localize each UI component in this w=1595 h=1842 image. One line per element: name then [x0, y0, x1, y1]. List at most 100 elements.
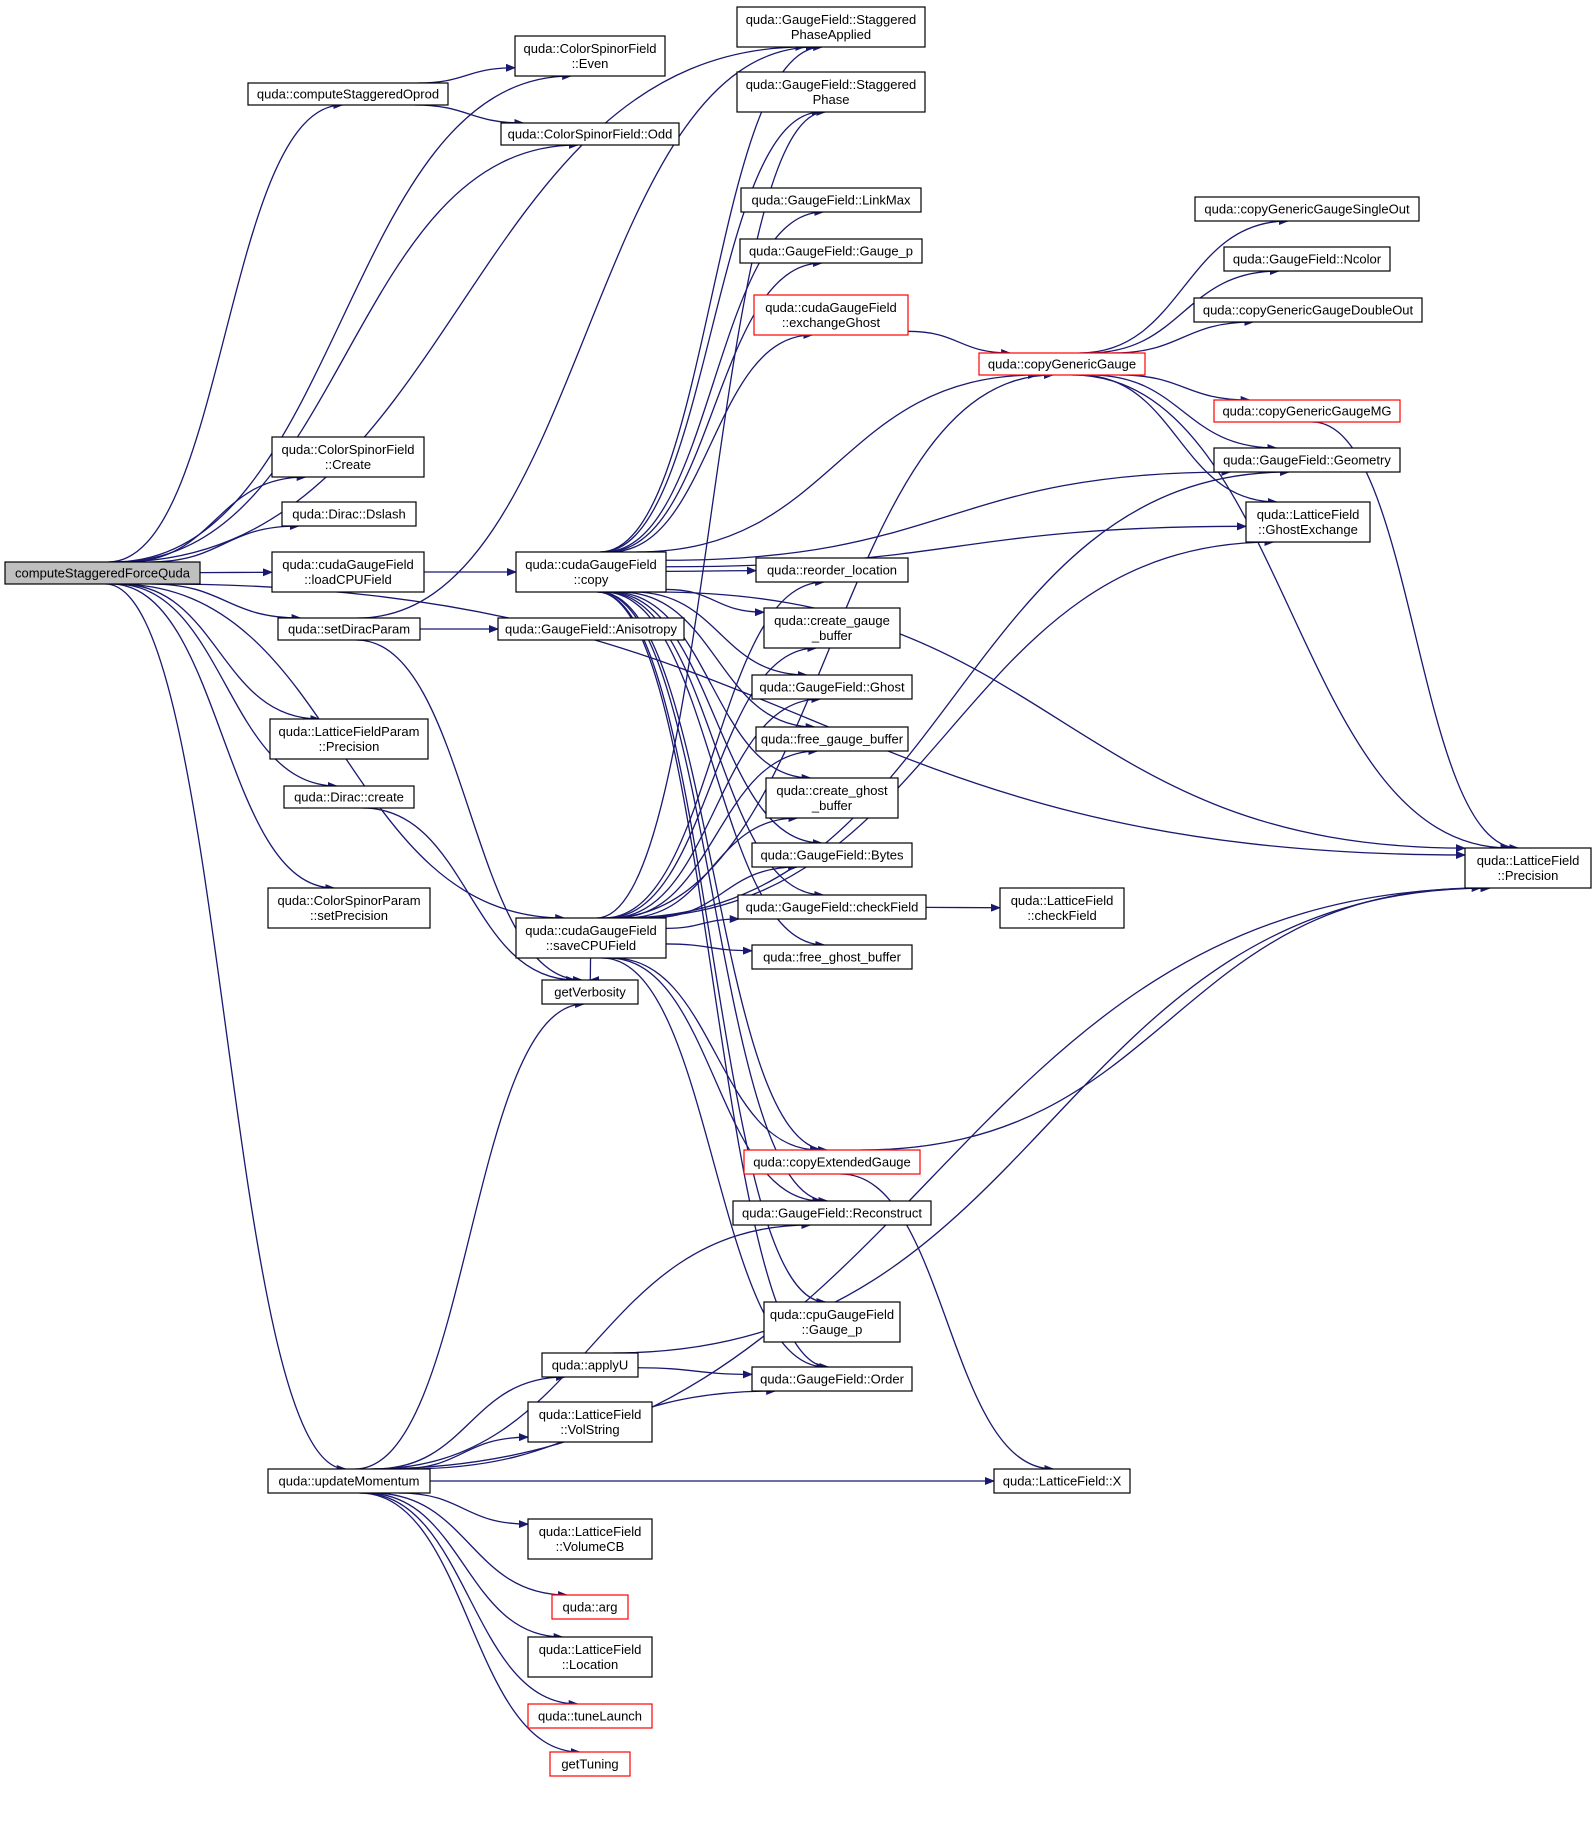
node-cso[interactable]: quda::computeStaggeredOprod [247, 82, 449, 106]
edge-savecpu-to-order [601, 957, 827, 1371]
node-label-lfpprec-1: ::Precision [319, 739, 380, 754]
edge-copy-to-cgbuf [665, 588, 765, 617]
edge-updmom-to-arg [371, 1492, 569, 1599]
node-tune[interactable]: quda::tuneLaunch [527, 1703, 653, 1729]
node-label-even-0: quda::ColorSpinorField [524, 41, 657, 56]
edge-updmom-to-recon [370, 1221, 812, 1470]
node-ncolor[interactable]: quda::GaugeField::Ncolor [1223, 246, 1391, 272]
node-box-reorder [755, 557, 909, 583]
node-reorder[interactable]: quda::reorder_location [755, 557, 909, 583]
node-fgbuf[interactable]: quda::free_gauge_buffer [755, 726, 909, 752]
node-recon[interactable]: quda::GaugeField::Reconstruct [732, 1200, 932, 1226]
node-label-linkmax-0: quda::GaugeField::LinkMax [752, 193, 911, 208]
node-lfprec[interactable]: quda::LatticeField::Precision [1464, 847, 1592, 889]
node-savecpu[interactable]: quda::cudaGaugeField::saveCPUField [515, 917, 667, 959]
node-odd[interactable]: quda::ColorSpinorField::Odd [500, 122, 680, 146]
node-label-ghost-0: quda::GaugeField::Ghost [759, 680, 905, 695]
node-label-savecpu-0: quda::cudaGaugeField [525, 923, 657, 938]
node-exghost[interactable]: quda::cudaGaugeField::exchangeGhost [753, 294, 909, 336]
node-geom[interactable]: quda::GaugeField::Geometry [1213, 447, 1401, 473]
edge-savecpu-to-geom [620, 468, 1291, 919]
node-box-cgbuf [763, 607, 901, 649]
edge-copy-to-ghost [632, 591, 808, 679]
node-box-recon [732, 1200, 932, 1226]
node-root[interactable]: computeStaggeredForceQuda [4, 561, 201, 585]
node-label-lfprec-1: ::Precision [1498, 868, 1559, 883]
node-cggso[interactable]: quda::copyGenericGaugeSingleOut [1194, 196, 1420, 222]
node-linkmax[interactable]: quda::GaugeField::LinkMax [740, 187, 922, 213]
node-cggdo[interactable]: quda::copyGenericGaugeDoubleOut [1193, 297, 1423, 323]
node-loc[interactable]: quda::LatticeField::Location [527, 1636, 653, 1678]
node-cpugp[interactable]: quda::cpuGaugeField::Gauge_p [763, 1301, 901, 1343]
edge-root-to-csp [110, 583, 336, 892]
node-aniso[interactable]: quda::GaugeField::Anisotropy [497, 617, 685, 641]
edge-ceg-to-lfx [840, 1173, 1055, 1473]
node-gettune[interactable]: getTuning [549, 1751, 631, 1777]
node-lfcheck[interactable]: quda::LatticeField::checkField [999, 887, 1125, 929]
node-setdirac[interactable]: quda::setDiracParam [277, 617, 421, 641]
node-cgbuf[interactable]: quda::create_gauge_buffer [763, 607, 901, 649]
edge-cgg-to-lfprec [1072, 374, 1511, 852]
node-label-volcb-1: ::VolumeCB [556, 1539, 625, 1554]
node-label-exghost-1: ::exchangeGhost [782, 315, 881, 330]
edge-savecpu-to-reorder [604, 578, 826, 919]
node-volstr[interactable]: quda::LatticeField::VolString [527, 1401, 653, 1443]
edge-updmom-to-lfprec [372, 884, 1491, 1470]
node-cgg[interactable]: quda::copyGenericGauge [978, 352, 1146, 376]
node-ghost[interactable]: quda::GaugeField::Ghost [751, 674, 913, 700]
node-box-cso [247, 82, 449, 106]
node-lfpprec[interactable]: quda::LatticeFieldParam::Precision [269, 718, 429, 760]
node-cggmg[interactable]: quda::copyGenericGaugeMG [1213, 399, 1401, 423]
edge-savecpu-to-checkfield [665, 915, 740, 930]
edge-root-to-lfprec [155, 583, 1466, 859]
node-box-checkfield [737, 894, 927, 920]
node-label-applyu-0: quda::applyU [552, 1358, 629, 1373]
node-label-ghostex-0: quda::LatticeField [1257, 507, 1360, 522]
edge-root-to-csfc [125, 473, 307, 563]
edge-root-to-spa [117, 43, 806, 563]
node-label-aniso-0: quda::GaugeField::Anisotropy [505, 622, 677, 637]
node-label-gettune-0: getTuning [561, 1757, 618, 1772]
node-even[interactable]: quda::ColorSpinorField::Even [514, 35, 666, 77]
node-label-odd-0: quda::ColorSpinorField::Odd [508, 127, 673, 142]
edge-updmom-to-tune [361, 1492, 579, 1708]
edge-copy-to-bytes [608, 591, 823, 847]
node-checkfield[interactable]: quda::GaugeField::checkField [737, 894, 927, 920]
node-box-order [751, 1366, 913, 1392]
node-dslash[interactable]: quda::Dirac::Dslash [281, 501, 417, 527]
node-ceg[interactable]: quda::copyExtendedGauge [743, 1149, 921, 1175]
node-copy[interactable]: quda::cudaGaugeField::copy [515, 551, 667, 593]
edge-copy-to-gaugep [605, 259, 824, 553]
node-box-cggmg [1213, 399, 1401, 423]
node-fghbuf[interactable]: quda::free_ghost_buffer [751, 944, 913, 970]
node-ghostex[interactable]: quda::LatticeField::GhostExchange [1245, 501, 1371, 543]
node-box-volcb [527, 1518, 653, 1560]
node-box-linkmax [740, 187, 922, 213]
node-label-ghostex-1: ::GhostExchange [1258, 522, 1358, 537]
node-lfx[interactable]: quda::LatticeField::X [993, 1468, 1131, 1494]
node-box-ncolor [1223, 246, 1391, 272]
node-label-exghost-0: quda::cudaGaugeField [765, 300, 897, 315]
node-cghbuf[interactable]: quda::create_ghost_buffer [765, 777, 899, 819]
node-loadcpu[interactable]: quda::cudaGaugeField::loadCPUField [271, 551, 425, 593]
node-gaugep[interactable]: quda::GaugeField::Gauge_p [739, 238, 923, 264]
node-label-copy-1: ::copy [574, 572, 609, 587]
node-label-even-1: ::Even [572, 56, 609, 71]
node-updmom[interactable]: quda::updateMomentum [267, 1468, 431, 1494]
node-order[interactable]: quda::GaugeField::Order [751, 1366, 913, 1392]
node-applyu[interactable]: quda::applyU [541, 1352, 639, 1378]
node-bytes[interactable]: quda::GaugeField::Bytes [751, 842, 913, 868]
node-csfc[interactable]: quda::ColorSpinorField::Create [271, 436, 425, 478]
node-box-spa [736, 6, 926, 48]
node-verb[interactable]: getVerbosity [541, 979, 639, 1005]
node-arg[interactable]: quda::arg [551, 1594, 629, 1620]
node-box-gettune [549, 1751, 631, 1777]
node-volcb[interactable]: quda::LatticeField::VolumeCB [527, 1518, 653, 1560]
node-box-cghbuf [765, 777, 899, 819]
node-label-geom-0: quda::GaugeField::Geometry [1223, 453, 1391, 468]
node-dcreate[interactable]: quda::Dirac::create [283, 785, 415, 809]
node-label-reorder-0: quda::reorder_location [767, 563, 897, 578]
node-csp[interactable]: quda::ColorSpinorParam::setPrecision [267, 887, 431, 929]
